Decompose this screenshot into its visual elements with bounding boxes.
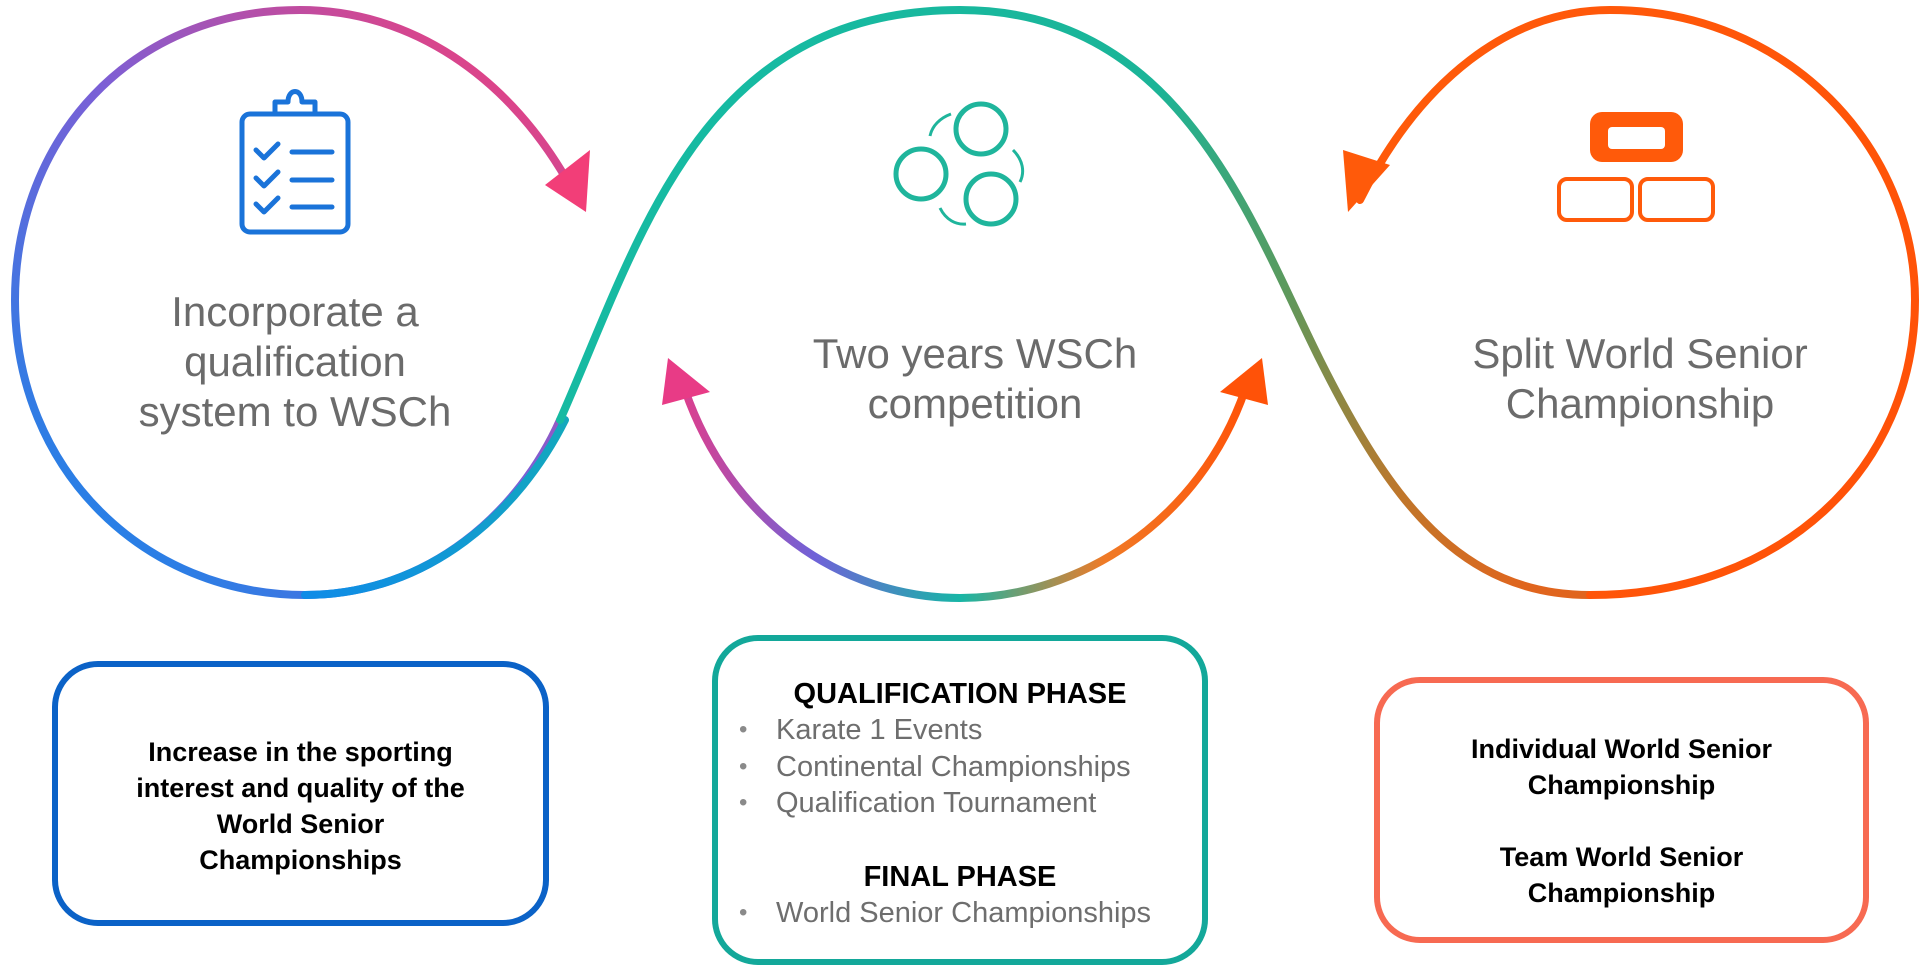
team-championship-text: Team World Senior Championship — [1499, 842, 1744, 908]
benefit-box: Increase in the sporting interest and qu… — [52, 661, 549, 926]
list-item: •Qualification Tournament — [739, 787, 1097, 819]
arrowhead-orange-left — [1343, 150, 1390, 212]
benefit-text: Increase in the sporting interest and qu… — [136, 737, 465, 875]
step-title-two-years: Two years WSCh competition — [812, 330, 1138, 427]
three-circles-icon — [893, 101, 1025, 227]
s-curve — [556, 5, 1594, 599]
bottom-return-arc — [681, 386, 1249, 603]
clipboard-checklist-icon — [239, 89, 351, 235]
right-loop-arc — [1356, 5, 1920, 599]
list-item: •Karate 1 Events — [739, 714, 983, 746]
phases-box: QUALIFICATION PHASE •Karate 1 Events •Co… — [712, 635, 1208, 965]
split-championships-box: Individual World Senior Championship Tea… — [1374, 677, 1869, 943]
step-title-qualification: Incorporate a qualification system to WS… — [138, 288, 452, 435]
list-item: •World Senior Championships — [739, 897, 1152, 929]
arrowhead-magenta — [662, 358, 710, 405]
step-title-split: Split World Senior Championship — [1472, 330, 1808, 427]
final-list: •World Senior Championships — [718, 895, 1151, 932]
individual-championship-text: Individual World Senior Championship — [1470, 734, 1773, 800]
split-blocks-icon — [1557, 112, 1715, 222]
qualification-phase-heading: QUALIFICATION PHASE — [793, 678, 1127, 710]
list-item: •Continental Championships — [739, 750, 1131, 783]
final-phase-heading: FINAL PHASE — [863, 861, 1057, 893]
arrowhead-orange-up — [1220, 358, 1268, 405]
arrowhead-pink — [545, 150, 590, 212]
qualification-list: •Karate 1 Events •Continental Championsh… — [718, 712, 1131, 822]
